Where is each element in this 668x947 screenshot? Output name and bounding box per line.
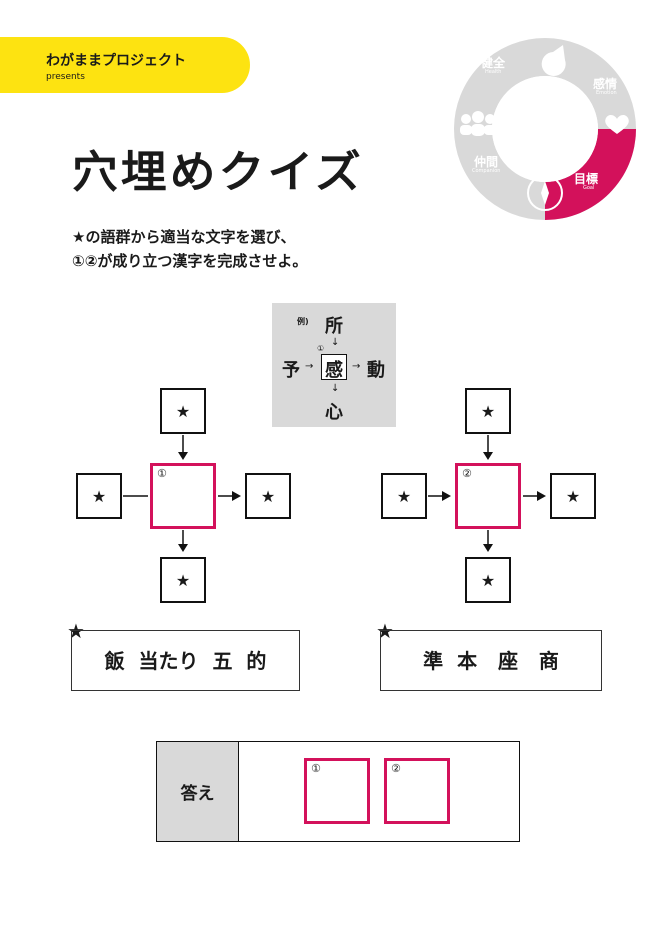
answer-num-1: ① xyxy=(311,762,321,775)
presents-label: presents xyxy=(46,72,85,82)
p2-star-bottom: ★ xyxy=(465,557,511,603)
p2-star-top: ★ xyxy=(465,388,511,434)
example-arrow-down-2: ↓ xyxy=(331,383,340,394)
wheel-sub-companion: Companion xyxy=(472,168,501,174)
example-center: 感 xyxy=(325,360,343,381)
people-icon xyxy=(460,111,496,136)
brand-banner: わがままプロジェクト presents xyxy=(0,37,250,93)
answer-num-2: ② xyxy=(391,762,401,775)
example-arrow-right-1: → xyxy=(305,361,314,372)
instruction-line-2: ①②が成り立つ漢字を完成させよ。 xyxy=(72,252,308,270)
wordbank1: 飯 当たり 五 的 xyxy=(71,630,300,691)
answer-label-cell: 答え xyxy=(157,742,239,841)
wheel-sub-health: Health xyxy=(485,69,502,75)
example-left: 予 xyxy=(282,360,300,381)
wheel-sub-goal: Goal xyxy=(583,185,595,191)
example-right: 動 xyxy=(367,360,385,381)
answer-box-1[interactable]: ① xyxy=(304,758,370,824)
p2-answer-box: ② xyxy=(455,463,521,529)
example-bottom: 心 xyxy=(325,402,343,423)
wordbank1-words: 飯 当たり 五 的 xyxy=(104,649,267,673)
compass-icon xyxy=(527,175,563,211)
example-top: 所 xyxy=(325,316,343,337)
example-center-box xyxy=(321,354,347,380)
example-arrow-right-2: → xyxy=(352,361,361,372)
p1-answer-box: ① xyxy=(150,463,216,529)
p1-num: ① xyxy=(157,467,167,480)
wheel-label-emotion: 感情 xyxy=(593,77,618,91)
p2-star-right: ★ xyxy=(550,473,596,519)
pacman-icon xyxy=(541,45,566,76)
wordbank2-words: 準 本 座 商 xyxy=(423,649,559,673)
p1-star-bottom: ★ xyxy=(160,557,206,603)
p2-star-left: ★ xyxy=(381,473,427,519)
p1-star-right: ★ xyxy=(245,473,291,519)
answer-section xyxy=(156,741,520,842)
brand-name: わがままプロジェクト xyxy=(46,53,186,69)
example-arrow-down-1: ↓ xyxy=(331,337,340,348)
example-label: 例) xyxy=(297,317,309,326)
wheel-label-companion: 仲間 xyxy=(474,155,499,169)
wordbank2: 準 本 座 商 xyxy=(380,630,602,691)
answer-box-2[interactable]: ② xyxy=(384,758,450,824)
wheel-sub-emotion: Emotion xyxy=(596,90,617,96)
example-num: ① xyxy=(317,344,325,353)
instruction-line-1: ★の語群から適当な文字を選び、 xyxy=(72,228,296,246)
p1-star-left: ★ xyxy=(76,473,122,519)
wheel-label-health: 健全 xyxy=(481,56,506,70)
heart-icon xyxy=(605,115,629,134)
p2-num: ② xyxy=(462,467,472,480)
p1-star-top: ★ xyxy=(160,388,206,434)
page-title: 穴埋めクイズ xyxy=(72,147,364,198)
answer-label: 答え xyxy=(180,784,215,804)
wheel-label-goal: 目標 xyxy=(574,172,599,186)
